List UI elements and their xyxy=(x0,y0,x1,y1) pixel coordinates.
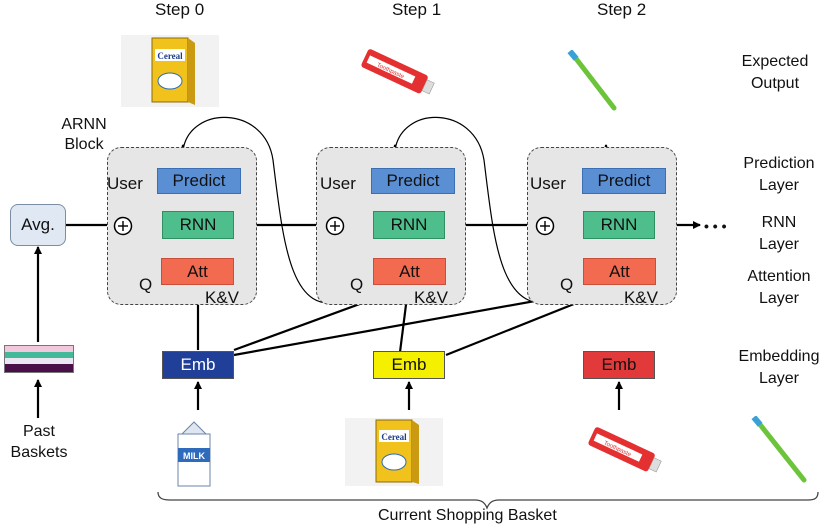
cereal-box-icon: Cereal xyxy=(345,418,443,486)
kv-label-1: K&V xyxy=(414,288,449,307)
plus-node-1-icon xyxy=(325,216,345,236)
rnn-box-1: RNN xyxy=(373,211,445,239)
q-label-0: Q xyxy=(139,275,153,294)
predict-box-2: Predict xyxy=(582,168,666,194)
q-label-1: Q xyxy=(350,275,364,294)
kv-label-2: K&V xyxy=(624,288,659,307)
svg-text:Cereal: Cereal xyxy=(157,51,183,61)
avg-box: Avg. xyxy=(10,204,66,246)
step-2-title: Step 2 xyxy=(597,0,647,19)
continuation-ellipsis: • • • xyxy=(704,218,727,234)
past-baskets-stack-icon xyxy=(4,345,74,373)
emb-box-1: Emb xyxy=(373,351,445,379)
predict-box-1: Predict xyxy=(371,168,455,194)
att-box-0: Att xyxy=(161,258,234,285)
toothbrush-icon xyxy=(567,50,617,111)
att-box-1: Att xyxy=(373,258,446,285)
cereal-box-icon: Cereal xyxy=(121,35,219,107)
kv-label-0: K&V xyxy=(205,288,240,307)
milk-carton-icon: MILK xyxy=(177,421,211,487)
att-box-2: Att xyxy=(583,258,656,285)
step-1-title: Step 1 xyxy=(392,0,442,19)
toothbrush-icon xyxy=(751,416,807,483)
toothpaste-icon: Toothpaste xyxy=(588,427,662,473)
current-basket-label: Current Shopping Basket xyxy=(378,507,557,524)
user-label-1: User xyxy=(320,174,356,193)
svg-text:Cereal: Cereal xyxy=(381,432,407,442)
predict-box-0: Predict xyxy=(157,168,241,194)
rnn-box-0: RNN xyxy=(162,211,234,239)
toothpaste-icon: Toothpaste xyxy=(361,49,435,95)
emb-box-0: Emb xyxy=(162,351,234,379)
q-label-2: Q xyxy=(560,275,574,294)
step-0-title: Step 0 xyxy=(155,0,205,19)
emb-box-2: Emb xyxy=(583,351,655,379)
rnn-box-2: RNN xyxy=(583,211,655,239)
user-label-0: User xyxy=(107,174,143,193)
user-label-2: User xyxy=(530,174,566,193)
plus-node-2-icon xyxy=(535,216,555,236)
plus-node-0-icon xyxy=(113,216,133,236)
svg-text:MILK: MILK xyxy=(183,451,205,461)
